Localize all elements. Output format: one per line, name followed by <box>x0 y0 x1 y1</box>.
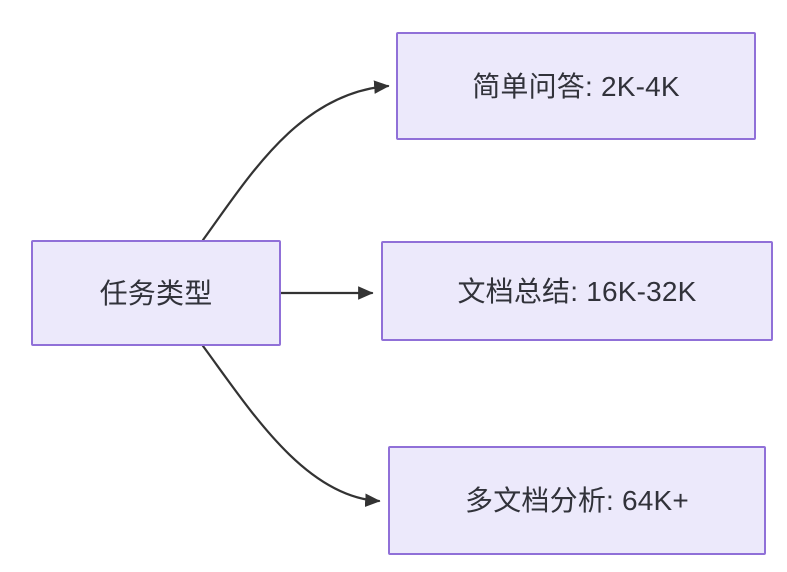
node-simple-qa[interactable]: 简单问答: 2K-4K <box>396 32 756 140</box>
edge-root-to-simple-qa <box>201 80 390 242</box>
node-simple-qa-label: 简单问答: 2K-4K <box>472 70 680 102</box>
node-multi-doc-analysis-label: 多文档分析: 64K+ <box>465 485 689 516</box>
node-doc-summary[interactable]: 文档总结: 16K-32K <box>381 241 773 341</box>
node-doc-summary-label: 文档总结: 16K-32K <box>457 275 697 307</box>
node-root-task-type[interactable]: 任务类型 <box>31 240 281 346</box>
node-multi-doc-analysis[interactable]: 多文档分析: 64K+ <box>388 446 766 555</box>
edge-root-to-multi-doc <box>201 344 381 508</box>
node-root-label: 任务类型 <box>99 277 213 309</box>
